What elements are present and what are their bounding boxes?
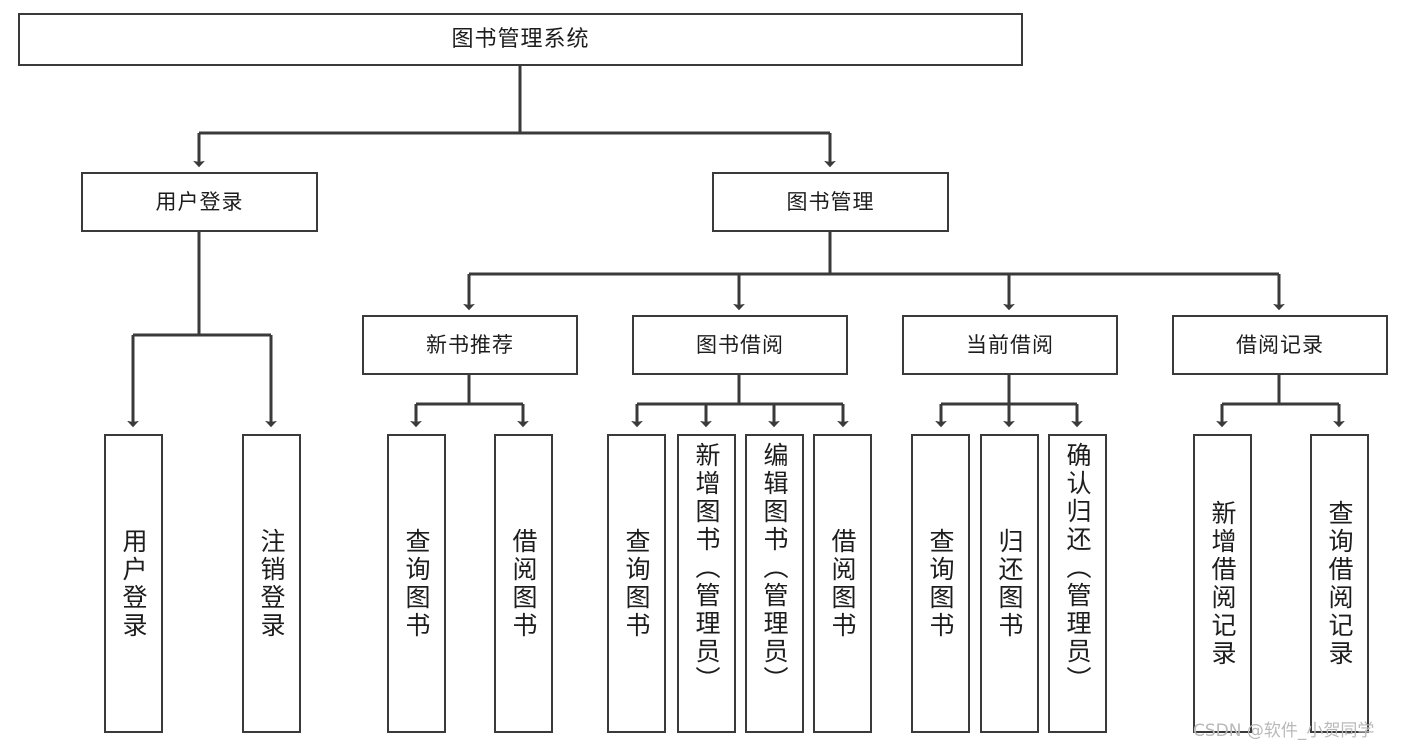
node-current-borrow[interactable]: 当前借阅 (902, 315, 1118, 375)
leaf-confirm-return-admin[interactable]: 确认归还（管理员） (1048, 434, 1107, 733)
node-label: 确认归还（管理员） (1063, 442, 1092, 694)
node-label: 借阅图书 (828, 527, 857, 640)
node-label: 编辑图书（管理员） (760, 442, 789, 694)
leaf-borrow-book-recommend[interactable]: 借阅图书 (494, 434, 553, 733)
node-book-borrow[interactable]: 图书借阅 (632, 315, 848, 375)
node-label: 借阅图书 (509, 527, 538, 640)
node-label: 用户登录 (155, 189, 244, 214)
node-label: 新增借阅记录 (1208, 499, 1237, 668)
node-label: 查询借阅记录 (1325, 499, 1354, 668)
node-user-login[interactable]: 用户登录 (81, 172, 318, 232)
leaf-logout-login[interactable]: 注销登录 (242, 434, 301, 733)
node-new-book-recommend[interactable]: 新书推荐 (362, 315, 578, 375)
leaf-query-book-borrow[interactable]: 查询图书 (607, 434, 666, 733)
node-label: 查询图书 (402, 527, 431, 640)
node-label: 新书推荐 (426, 332, 514, 357)
leaf-user-login[interactable]: 用户登录 (104, 434, 163, 733)
node-root-book-management-system[interactable]: 图书管理系统 (18, 13, 1023, 66)
leaf-add-borrow-record[interactable]: 新增借阅记录 (1193, 434, 1252, 733)
node-label: 注销登录 (257, 527, 286, 640)
node-label: 图书管理系统 (451, 26, 590, 52)
node-label: 用户登录 (119, 527, 148, 640)
node-label: 查询图书 (926, 527, 955, 640)
node-label: 归还图书 (995, 527, 1024, 640)
leaf-return-book[interactable]: 归还图书 (980, 434, 1039, 733)
leaf-query-book-current[interactable]: 查询图书 (911, 434, 970, 733)
leaf-query-book-recommend[interactable]: 查询图书 (387, 434, 446, 733)
node-label: 借阅记录 (1236, 332, 1324, 357)
csdn-watermark: CSDN @软件_小贺同学 (1193, 721, 1375, 741)
node-label: 图书管理 (786, 189, 875, 214)
node-book-management[interactable]: 图书管理 (712, 172, 949, 232)
leaf-edit-book-admin[interactable]: 编辑图书（管理员） (745, 434, 804, 733)
leaf-query-borrow-record[interactable]: 查询借阅记录 (1310, 434, 1369, 733)
node-label: 当前借阅 (966, 332, 1054, 357)
node-label: 图书借阅 (696, 332, 784, 357)
leaf-borrow-book[interactable]: 借阅图书 (813, 434, 872, 733)
node-label: 新增图书（管理员） (692, 442, 721, 694)
node-label: 查询图书 (622, 527, 651, 640)
leaf-add-book-admin[interactable]: 新增图书（管理员） (677, 434, 736, 733)
node-borrow-record[interactable]: 借阅记录 (1172, 315, 1388, 375)
